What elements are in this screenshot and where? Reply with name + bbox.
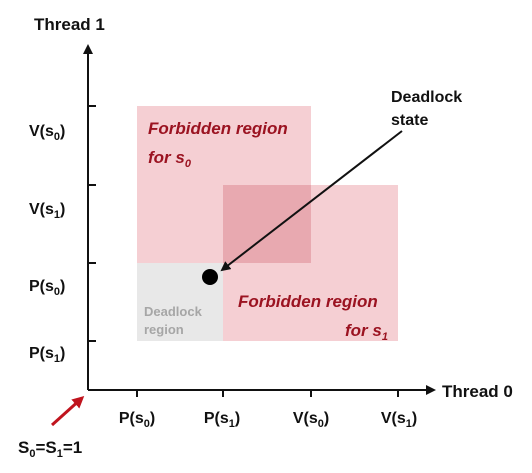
forbidden-s0-label-line1: Forbidden region xyxy=(148,119,288,138)
forbidden-s0-label-line2: for s0 xyxy=(148,148,192,170)
forbidden-overlap xyxy=(223,185,311,263)
y-tick-label-p-s1: P(s1) xyxy=(29,345,65,365)
deadlock-state-label-line1: Deadlock xyxy=(391,89,462,106)
forbidden-s1-label-line1: Forbidden region xyxy=(238,292,378,311)
deadlock-region-label-line1: Deadlock xyxy=(144,304,203,319)
origin-label: S0=S1=1 xyxy=(18,438,82,460)
forbidden-s1-label-line2: for s1 xyxy=(345,321,388,343)
origin-arrow xyxy=(50,395,85,427)
deadlock-region-label-line2: region xyxy=(144,322,184,337)
deadlock-state-label-line2: state xyxy=(391,112,428,129)
y-axis-title: Thread 1 xyxy=(34,15,105,34)
deadlock-state-arrow xyxy=(220,130,403,272)
y-tick-label-v-s0: V(s0) xyxy=(29,123,65,143)
x-tick-label-p-s0: P(s0) xyxy=(119,410,155,430)
x-tick-label-v-s1: V(s1) xyxy=(381,410,417,430)
x-tick-label-p-s1: P(s1) xyxy=(204,410,240,430)
x-axis-title: Thread 0 xyxy=(442,382,513,401)
deadlock-state-point xyxy=(202,269,218,285)
x-tick-label-v-s0: V(s0) xyxy=(293,410,329,430)
y-tick-label-p-s0: P(s0) xyxy=(29,278,65,298)
y-tick-label-v-s1: V(s1) xyxy=(29,201,65,221)
